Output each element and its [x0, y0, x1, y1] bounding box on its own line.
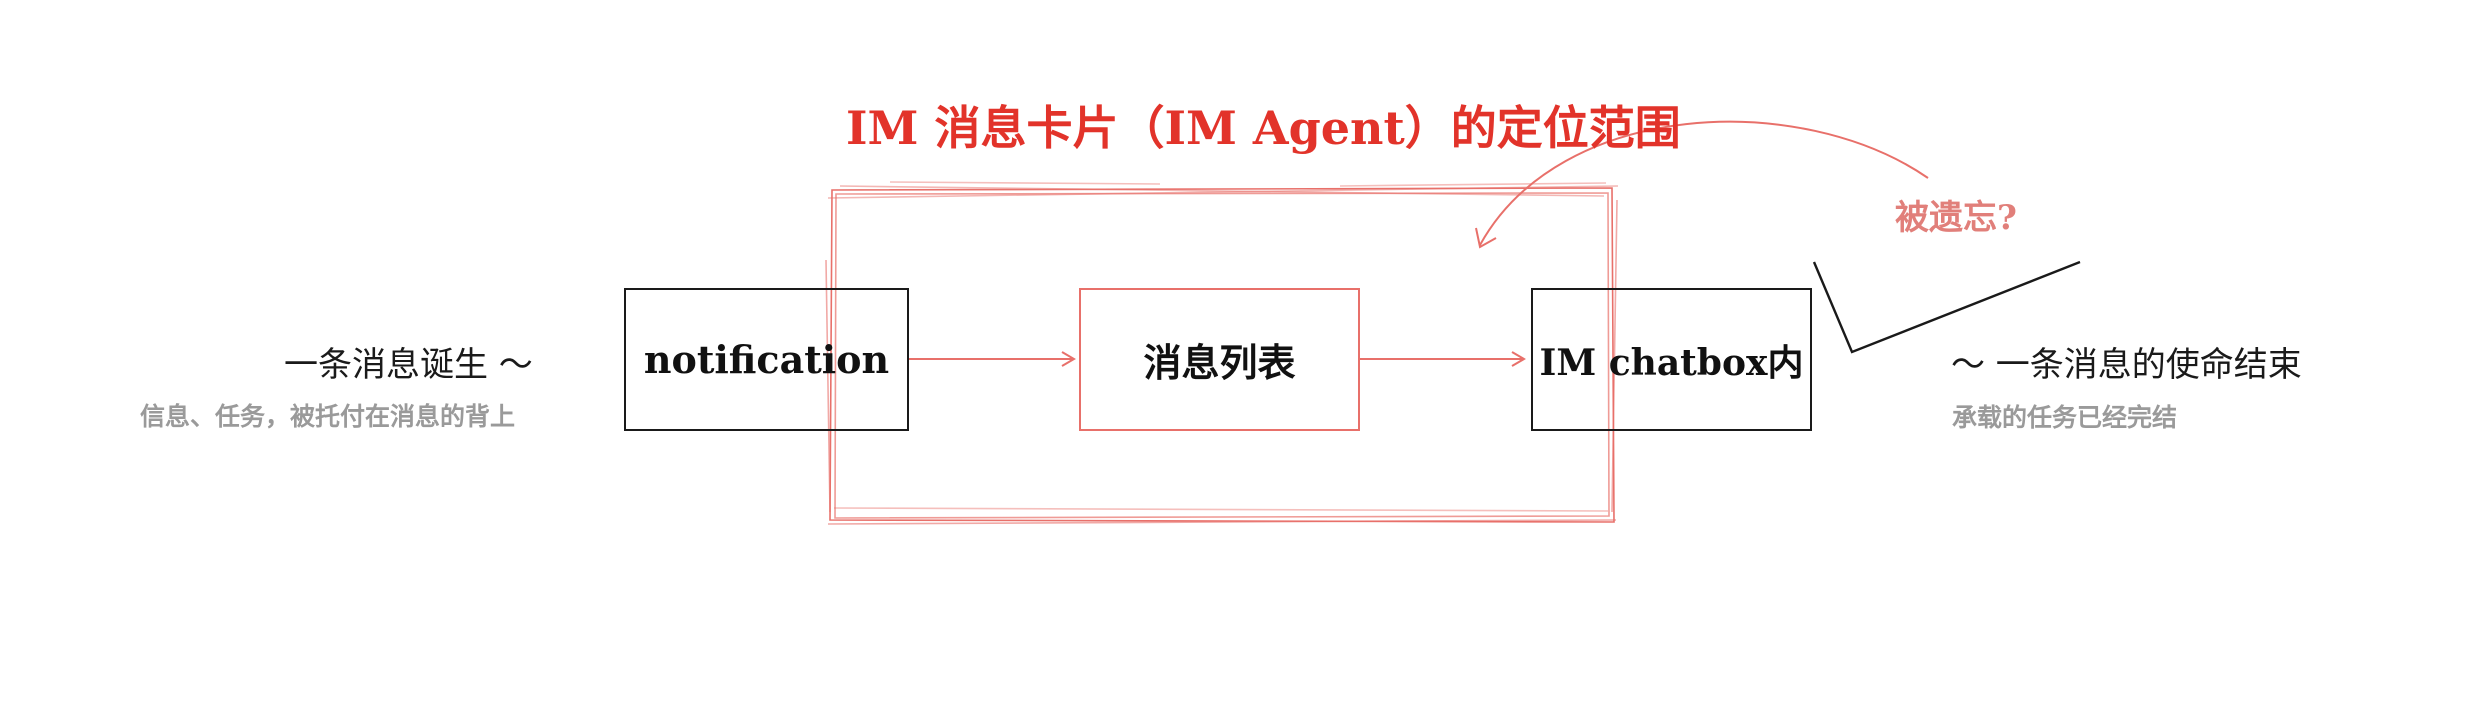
node-message-list: 消息列表 [1079, 288, 1360, 431]
node-notification: notification [624, 288, 909, 431]
left-caption-sub: 信息、任务，被托付在消息的背上 [140, 402, 516, 431]
forgotten-annotation: 被遗忘? [1895, 198, 2017, 238]
node-chatbox: IM chatbox内 [1531, 288, 1812, 431]
diagram-title-text: IM 消息卡片（IM Agent）的定位范围 [846, 101, 1681, 155]
right-caption-main: ～ 一条消息的使命结束 [1951, 345, 2302, 385]
left-caption-main: 一条消息诞生 ～ [284, 345, 533, 385]
node-message-list-label: 消息列表 [1143, 340, 1296, 385]
right-caption-sub: 承载的任务已经完结 [1952, 403, 2178, 432]
node-notification-label: notification [643, 337, 890, 382]
node-chatbox-label: IM chatbox内 [1539, 341, 1804, 384]
